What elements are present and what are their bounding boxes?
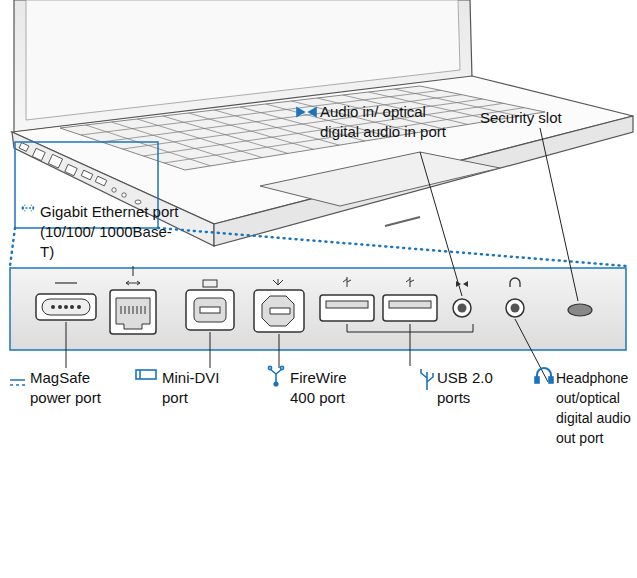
magsafe-port bbox=[36, 283, 96, 320]
keyboard bbox=[60, 86, 545, 170]
usb-ports bbox=[320, 277, 437, 321]
leader-lines bbox=[66, 128, 578, 382]
headphone-port bbox=[506, 278, 524, 317]
port-label: FireWire 400 port bbox=[290, 368, 365, 408]
zoom-line bbox=[158, 228, 626, 266]
side-ports bbox=[19, 143, 141, 204]
mini-dvi-port bbox=[186, 280, 234, 330]
firewire-port bbox=[254, 279, 304, 332]
label-icons bbox=[10, 108, 553, 390]
security-slot bbox=[568, 304, 592, 316]
ethernet-port bbox=[110, 281, 156, 334]
port-label: Gigabit Ethernet port (10/100/ 1000Base-… bbox=[40, 202, 180, 262]
port-label: USB 2.0 ports bbox=[437, 368, 507, 408]
latch bbox=[385, 217, 420, 226]
port-label: Mini-DVI port bbox=[162, 368, 237, 408]
zoom-line bbox=[10, 228, 15, 266]
trackpad bbox=[260, 152, 500, 206]
port-label: MagSafe power port bbox=[30, 368, 105, 408]
port-label: Security slot bbox=[480, 108, 600, 128]
port-label: Headphone out/optical digital audio out … bbox=[556, 368, 634, 448]
port-label: Audio in/ optical digital audio in port bbox=[320, 102, 450, 142]
audio-in-port bbox=[453, 281, 471, 317]
port-panel bbox=[10, 268, 626, 350]
